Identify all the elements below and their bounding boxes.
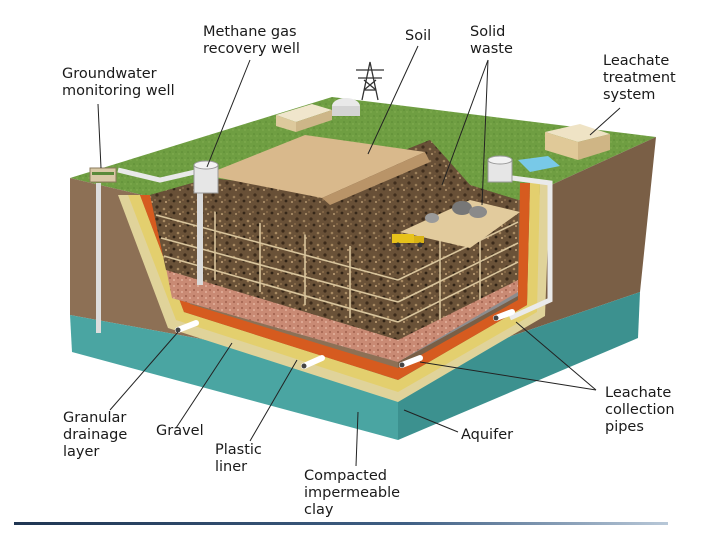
power-pylon-icon: [356, 61, 384, 101]
leachate-pond: [518, 156, 560, 172]
leachate-tank-icon: [487, 155, 513, 183]
methane-well-casing: [197, 180, 203, 285]
gravel-layer: [172, 284, 518, 362]
label-aquifer: Aquifer: [461, 427, 514, 443]
label-gravel: Gravel: [156, 423, 204, 439]
drainage-band: [166, 268, 518, 362]
label-plastic-liner: Plastic liner: [215, 442, 262, 475]
aquifer-layer-left: [70, 315, 398, 440]
groundwater-well-casing: [96, 183, 101, 333]
aquifer-layer-right: [398, 292, 640, 440]
label-solid-waste: Solid waste: [470, 24, 513, 57]
monitoring-station-icon: [89, 167, 117, 183]
leachate-pipe-ends: [175, 309, 515, 369]
office-building-icon: [276, 104, 332, 132]
label-groundwater-monitoring-well: Groundwater monitoring well: [62, 66, 175, 99]
leachate-riser-pipe: [508, 175, 553, 321]
bottom-divider: [14, 522, 668, 525]
label-leachate-collection-pipes: Leachate collection pipes: [605, 385, 675, 435]
label-leachate-treatment-system: Leachate treatment system: [603, 53, 676, 103]
label-compacted-impermeable-clay: Compacted impermeable clay: [304, 468, 401, 518]
dump-truck-icon: [392, 234, 424, 248]
methane-recovery-pipe: [117, 167, 196, 183]
working-face-sand: [400, 200, 520, 248]
rock-pile: [425, 201, 487, 223]
storage-shed-icon: [332, 98, 360, 116]
label-methane-gas-recovery-well: Methane gas recovery well: [203, 24, 300, 57]
treatment-building-icon: [545, 124, 610, 160]
leachate-pipe-openings: [175, 315, 499, 369]
label-soil: Soil: [405, 28, 432, 44]
leader-lines: [97, 45, 621, 467]
label-granular-drainage-layer: Granular drainage layer: [63, 410, 128, 460]
methane-well-tank-icon: [193, 160, 219, 194]
soil-cap-edge: [322, 152, 430, 205]
